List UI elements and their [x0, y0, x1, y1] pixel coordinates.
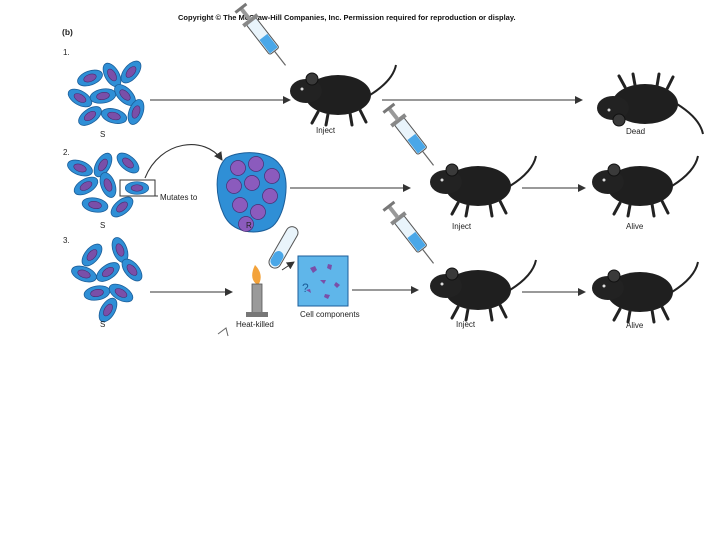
row-1-inject-label: Inject: [316, 126, 336, 135]
row-2-inject-label: Inject: [452, 222, 472, 231]
copyright-notice: Copyright © The McGraw-Hill Companies, I…: [178, 13, 516, 22]
row-2-mouse: [428, 154, 538, 218]
row-1-s-cell-cluster: [64, 57, 148, 130]
row-3-s-cell-cluster: [68, 234, 147, 326]
row-3-cell-fragments: ?: [302, 264, 340, 299]
row-2-number: 2.: [63, 148, 70, 157]
diagram-svg: ?: [64, 0, 705, 337]
row-2-alive-mouse: [590, 154, 700, 218]
row-1-syringe: [232, 0, 294, 72]
row-3-number: 3.: [63, 236, 70, 245]
row-3-mouse: [428, 258, 538, 322]
row-3-test-tube: [268, 226, 299, 269]
row-1-number: 1.: [63, 48, 70, 57]
row-2-syringe: [380, 100, 442, 172]
panel-label: (b): [62, 27, 73, 37]
griffith-experiment-figure: Copyright © The McGraw-Hill Companies, I…: [62, 0, 705, 337]
row-2-strain-label: S: [100, 221, 106, 230]
row-3-alive-mouse: [590, 260, 700, 324]
row-1-outcome-label: Dead: [626, 127, 646, 136]
row-2-mutation-label: Mutates to: [160, 193, 198, 202]
svg-text:?: ?: [302, 281, 309, 295]
row-2-mutation-arrow: [144, 144, 223, 179]
row-3-treatment-label: Heat-killed: [236, 320, 274, 329]
row-3-components-label: Cell components: [300, 310, 360, 319]
row-2-outcome-label: Alive: [626, 222, 644, 231]
row-1-strain-label: S: [100, 130, 106, 139]
row-3-inject-label: Inject: [456, 320, 476, 329]
row-3-burner: [246, 265, 268, 317]
row-3-syringe: [380, 198, 442, 270]
row-1-dead-mouse: [595, 72, 705, 136]
row-1-mouse: [288, 63, 398, 127]
row-3-outcome-label: Alive: [626, 321, 644, 330]
row-3-strain-label: S: [100, 320, 106, 329]
row-2-result-strain-label: R: [246, 221, 252, 230]
